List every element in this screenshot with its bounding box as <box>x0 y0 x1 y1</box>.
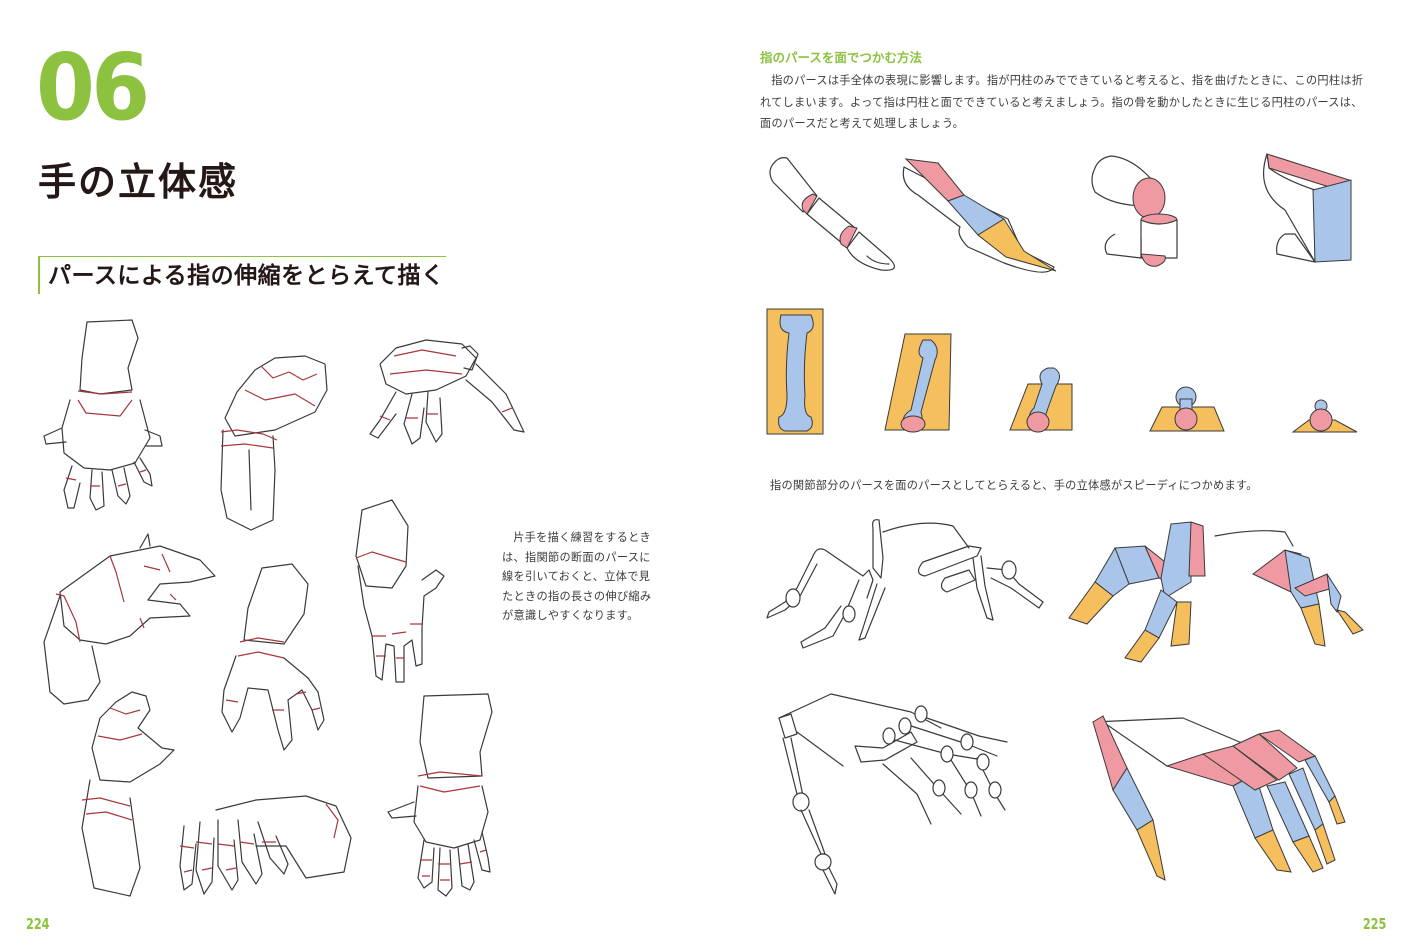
body-text: 指のパースは手全体の表現に影響します。指が円柱のみでできていると考えると、指を曲… <box>760 74 1364 130</box>
page-number-left: 224 <box>26 915 50 933</box>
left-caption: 片手を描く練習をするときは、指関節の断面のパースに線を引いておくと、立体で見たと… <box>502 531 652 622</box>
hand-sketch-spread-fingers <box>366 334 531 449</box>
hand-sketch-grasping <box>215 350 335 531</box>
hand-sketch-palm-raised <box>70 688 190 898</box>
bone-plane-perspective-1 <box>763 305 833 440</box>
hand-skeleton-reaching <box>771 684 1051 895</box>
bone-plane-perspective-4 <box>1148 383 1228 435</box>
left-page: 06 手の立体感 パースによる指の伸縮をとらえて描く <box>26 34 652 934</box>
bone-plane-perspective-5 <box>1291 398 1361 436</box>
bone-plane-perspective-2 <box>883 330 958 435</box>
hand-planes-reaching <box>1083 690 1373 881</box>
hand-sketch-palm-view <box>352 496 452 686</box>
finger-cylinders-bent <box>1085 150 1200 275</box>
finger-cylinders-straight <box>763 152 913 277</box>
finger-planes-straight <box>898 155 1068 280</box>
section-heading: パースによる指の伸縮をとらえて描く <box>38 256 446 294</box>
finger-planes-bent <box>1255 150 1370 270</box>
subheading: 指のパースを面でつかむ方法 <box>760 50 922 65</box>
right-page: 指のパースを面でつかむ方法 指のパースは手全体の表現に影響します。指が円柱のみで… <box>703 0 1406 950</box>
hand-sketch-back-view-top <box>40 318 170 518</box>
chapter-number: 06 <box>36 34 150 141</box>
bone-plane-perspective-3 <box>1008 364 1078 434</box>
hand-sketch-side-reaching <box>40 532 220 712</box>
joint-caption: 指の関節部分のパースを面のパースとしてとらえると、手の立体感がスピーディにつかめ… <box>770 479 1258 492</box>
hand-skeleton-arched <box>763 518 1053 649</box>
chapter-title: 手の立体感 <box>38 160 239 204</box>
page-number-right: 225 <box>1362 915 1386 933</box>
hand-planes-arched <box>1065 518 1365 663</box>
hand-sketch-back-view-bottom <box>384 692 499 902</box>
hand-sketch-palm-up-curled <box>218 560 338 755</box>
hand-sketch-fingers-bent-down <box>176 786 361 906</box>
